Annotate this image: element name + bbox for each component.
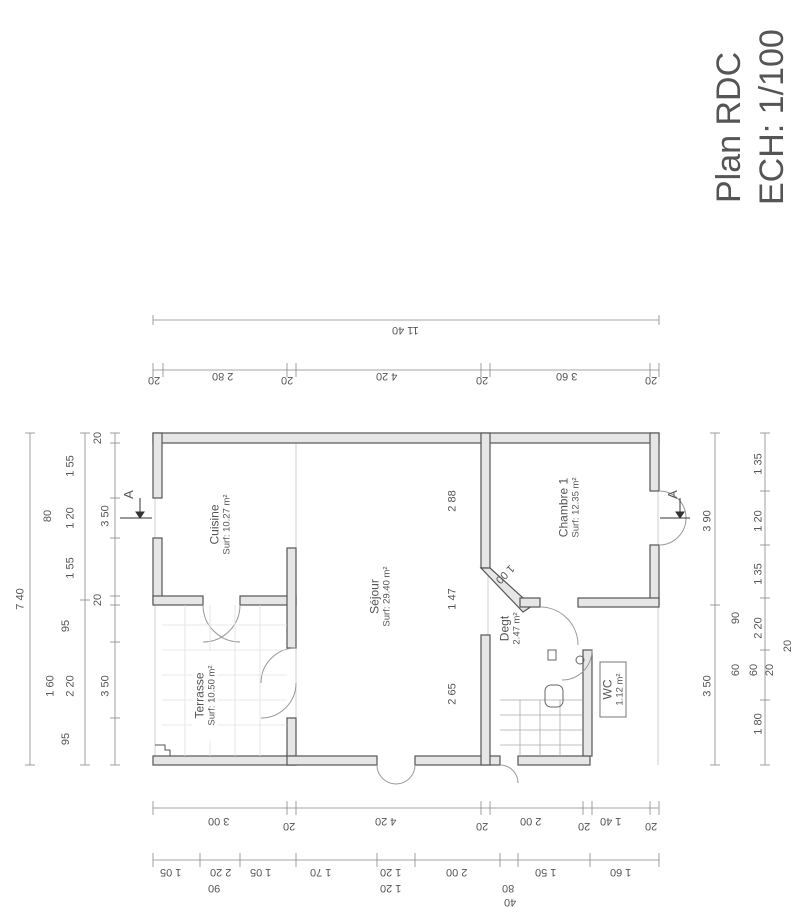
dim-interior: 2 88 <box>446 490 459 512</box>
room-cuisine: Cuisine Surf: 10.27 m² <box>208 480 233 570</box>
dim-bottom: 1 05 <box>160 866 182 878</box>
dim-left: 95 <box>60 619 73 633</box>
section-markers <box>120 498 690 519</box>
dim-left: 3 50 <box>99 675 112 697</box>
dim-left: 1 60 <box>44 675 57 697</box>
room-surface: Surf: 12.35 m² <box>570 477 582 538</box>
dim-right: 1 35 <box>752 563 765 585</box>
dim-top: 20 <box>281 374 294 386</box>
dim-top: 20 <box>148 374 161 386</box>
dim-bottom-sub: 1 20 <box>380 882 402 894</box>
wall-top <box>152 432 660 444</box>
dim-left: 20 <box>92 593 105 607</box>
dim-left-overall: 7 40 <box>14 588 27 610</box>
dim-bottom: 2 20 <box>210 866 232 878</box>
dim-right: 1 20 <box>752 510 765 532</box>
dim-bottom: 1 20 <box>380 866 402 878</box>
dim-left: 80 <box>42 509 55 523</box>
room-terrasse: Terrasse Surf: 10.50 m² <box>192 650 218 741</box>
dim-right: 60 <box>748 663 761 677</box>
staircase <box>500 699 583 756</box>
dim-bottom: 1 70 <box>310 866 332 878</box>
dim-top: 4 20 <box>376 370 398 382</box>
dim-right: 3 50 <box>701 675 714 697</box>
dim-right: 1 80 <box>752 713 765 735</box>
dim-right: 20 <box>782 639 795 653</box>
room-sejour: Séjour Surf: 29.40 m² <box>368 552 393 642</box>
dim-bottom-sub: 40 <box>504 896 517 908</box>
terrasse-tiles <box>162 605 287 756</box>
dim-right: 1 35 <box>752 453 765 475</box>
room-name: Cuisine <box>207 504 222 545</box>
room-name: WC <box>600 679 615 700</box>
dim-bottom: 3 00 <box>208 815 230 827</box>
room-name: Terrasse <box>192 672 207 719</box>
dim-interior: 1 47 <box>446 588 459 610</box>
dim-bottom: 1 50 <box>535 866 557 878</box>
room-surface: Surf: 10.50 m² <box>206 665 218 726</box>
dim-right: 20 <box>764 663 777 677</box>
room-surface: 2.47 m² <box>511 612 523 645</box>
section-marker-left: A <box>120 490 136 499</box>
dim-bottom-sub: 90 <box>208 882 221 894</box>
dim-right: 2 20 <box>752 617 765 639</box>
dim-top: 20 <box>476 374 489 386</box>
section-marker-right: A <box>664 490 680 499</box>
dim-bottom: 4 20 <box>375 815 397 827</box>
room-surface: 1.12 m² <box>614 673 626 706</box>
dim-bottom: 2 00 <box>446 866 468 878</box>
dim-bottom: 20 <box>645 820 658 832</box>
dim-bottom: 2 00 <box>520 815 542 827</box>
room-surface: Surf: 10.27 m² <box>221 494 233 555</box>
dim-left: 3 50 <box>99 505 112 527</box>
room-name: Séjour <box>367 579 382 614</box>
door-swings <box>202 490 687 785</box>
dim-top: 2 80 <box>212 370 234 382</box>
plan-scale: ECH: 1/100 <box>753 29 791 205</box>
dim-bottom-sub: 80 <box>502 882 515 894</box>
room-wc: WC 1.12 m² <box>599 661 627 718</box>
room-chambre-1: Chambre 1 Surf: 12.35 m² <box>557 463 582 553</box>
dim-left: 1 55 <box>64 455 77 477</box>
dim-top: 20 <box>645 374 658 386</box>
room-name: Chambre 1 <box>556 477 571 538</box>
plan-title-line1: Plan RDC <box>710 51 748 203</box>
dim-top: 3 60 <box>556 370 578 382</box>
dim-bottom: 20 <box>476 820 489 832</box>
dim-bottom: 1 60 <box>610 866 632 878</box>
dim-left: 1 55 <box>64 557 77 579</box>
dim-top-overall: 11 40 <box>392 324 419 336</box>
dim-interior: 2 65 <box>446 683 459 705</box>
dimension-lines <box>25 315 770 867</box>
dim-bottom: 20 <box>578 820 591 832</box>
dim-bottom: 20 <box>283 820 296 832</box>
dim-right: 90 <box>730 611 743 625</box>
walls <box>152 432 660 766</box>
dim-left: 2 20 <box>64 675 77 697</box>
dim-left: 1 20 <box>64 507 77 529</box>
dim-right: 60 <box>730 663 743 677</box>
room-name: Degt <box>497 615 512 642</box>
dim-right: 3 90 <box>701 510 714 532</box>
plan-title: Plan RDC ECH: 1/100 <box>705 15 795 205</box>
dim-left: 95 <box>60 732 73 746</box>
room-surface: Surf: 29.40 m² <box>381 566 393 627</box>
wc-fixtures <box>544 649 585 708</box>
dim-left: 20 <box>92 431 105 445</box>
terrasse-corner <box>155 744 171 756</box>
dim-bottom: 1 40 <box>600 815 622 827</box>
room-degt: Degt 2.47 m² <box>498 599 523 659</box>
dim-bottom: 1 05 <box>250 866 272 878</box>
